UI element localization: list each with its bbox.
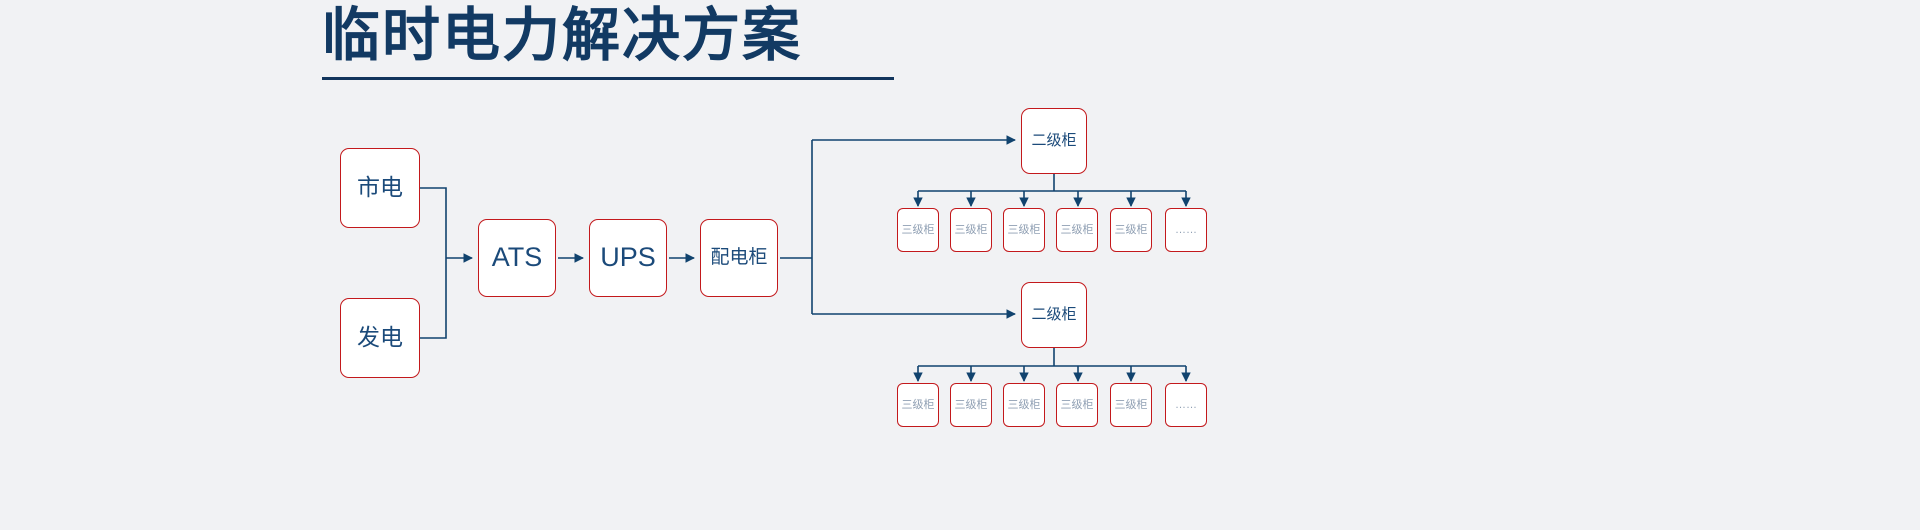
node-ats-label: ATS <box>491 242 543 273</box>
node-level3-t3-label: 三级柜 <box>1007 223 1041 236</box>
node-level3-b6-more[interactable]: …… <box>1165 383 1207 427</box>
node-level3-b4[interactable]: 三级柜 <box>1056 383 1098 427</box>
node-level3-t5[interactable]: 三级柜 <box>1110 208 1152 252</box>
node-level3-t4[interactable]: 三级柜 <box>1056 208 1098 252</box>
node-level3-t6-more[interactable]: …… <box>1165 208 1207 252</box>
node-level3-b6-label: …… <box>1175 398 1197 411</box>
node-level2-top-label: 二级柜 <box>1031 131 1077 149</box>
node-switchboard-label: 配电柜 <box>710 246 768 268</box>
node-ups[interactable]: UPS <box>589 219 667 297</box>
page-title: 临时电力解决方案 <box>322 1 803 69</box>
node-level3-b3[interactable]: 三级柜 <box>1003 383 1045 427</box>
node-ups-label: UPS <box>600 242 656 273</box>
node-level3-t3[interactable]: 三级柜 <box>1003 208 1045 252</box>
node-level3-t5-label: 三级柜 <box>1114 223 1148 236</box>
node-level3-b5[interactable]: 三级柜 <box>1110 383 1152 427</box>
node-level3-t2[interactable]: 三级柜 <box>950 208 992 252</box>
node-level3-b3-label: 三级柜 <box>1007 398 1041 411</box>
node-level3-t1-label: 三级柜 <box>901 223 935 236</box>
node-level3-t6-label: …… <box>1175 223 1197 236</box>
wire-mains-to-bus <box>420 187 447 258</box>
wire-generator-to-bus <box>420 258 447 339</box>
title-underline-rule <box>322 76 894 80</box>
node-level2-bottom-label: 二级柜 <box>1031 305 1077 323</box>
node-level3-t1[interactable]: 三级柜 <box>897 208 939 252</box>
node-level3-b1[interactable]: 三级柜 <box>897 383 939 427</box>
node-level3-b4-label: 三级柜 <box>1060 398 1094 411</box>
node-switchboard[interactable]: 配电柜 <box>700 219 778 297</box>
node-level2-top[interactable]: 二级柜 <box>1021 108 1087 174</box>
node-mains[interactable]: 市电 <box>340 148 420 228</box>
node-level3-t4-label: 三级柜 <box>1060 223 1094 236</box>
node-level3-b1-label: 三级柜 <box>901 398 935 411</box>
node-generator-label: 发电 <box>357 324 403 351</box>
title-block: 临时电力解决方案 <box>322 2 922 80</box>
node-ats[interactable]: ATS <box>478 219 556 297</box>
node-generator[interactable]: 发电 <box>340 298 420 378</box>
node-mains-label: 市电 <box>357 174 403 201</box>
node-level2-bottom[interactable]: 二级柜 <box>1021 282 1087 348</box>
node-level3-b2[interactable]: 三级柜 <box>950 383 992 427</box>
node-level3-b5-label: 三级柜 <box>1114 398 1148 411</box>
node-level3-t2-label: 三级柜 <box>954 223 988 236</box>
node-level3-b2-label: 三级柜 <box>954 398 988 411</box>
